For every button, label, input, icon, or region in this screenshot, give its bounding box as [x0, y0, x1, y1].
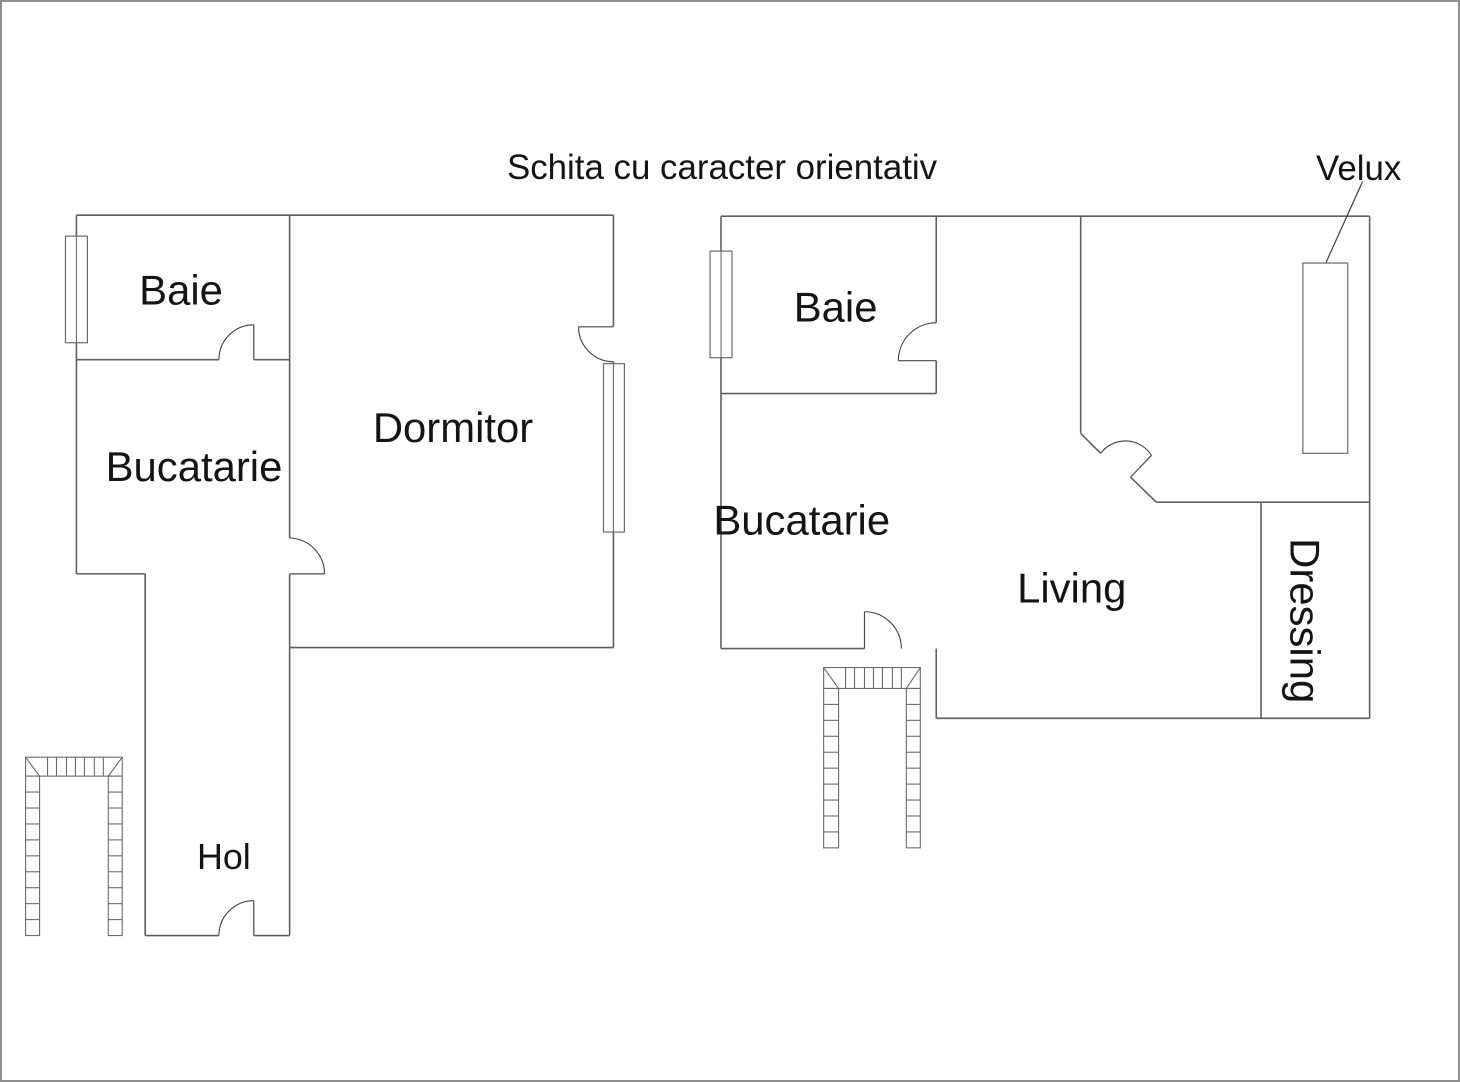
- plan-left: [25, 214, 625, 937]
- door-swing-arc: [289, 537, 326, 574]
- stairs-rail: [25, 756, 123, 777]
- room-label-dressing: Dressing: [1281, 538, 1328, 703]
- room-label-baie-right: Baie: [794, 283, 878, 330]
- door-swing-arc: [218, 900, 254, 936]
- door-swing-arc: [578, 326, 614, 363]
- door-swing-arc: [218, 324, 254, 360]
- door-swing-arc: [1100, 440, 1152, 456]
- room-label-dormitor: Dormitor: [373, 404, 533, 451]
- wall: [1080, 432, 1102, 454]
- room-label-hol: Hol: [197, 837, 251, 877]
- room-label-bucatarie-right: Bucatarie: [713, 497, 890, 544]
- room-label-living: Living: [1017, 564, 1126, 611]
- stairs-step-line: [905, 667, 921, 689]
- stairs-rail: [823, 666, 921, 690]
- door-swing-arc: [897, 322, 937, 361]
- room-label-bucatarie-left: Bucatarie: [106, 443, 283, 490]
- window: [1302, 262, 1349, 454]
- velux-leader-line: [1325, 181, 1364, 264]
- wall: [1129, 476, 1157, 503]
- stairs-step-line: [107, 756, 123, 777]
- drawing-title: Schita cu caracter orientativ: [507, 148, 938, 187]
- plan-right: [709, 215, 1371, 849]
- velux-annotation-label: Velux: [1316, 149, 1402, 188]
- room-label-baie-left: Baie: [139, 266, 223, 313]
- plan-right-stairs: [823, 666, 921, 849]
- stairs-step-line: [823, 667, 840, 689]
- door-swing-arc: [864, 611, 902, 649]
- door-leaf: [1130, 454, 1152, 478]
- stairs-step-line: [25, 756, 41, 777]
- plan-left-stairs: [25, 756, 123, 937]
